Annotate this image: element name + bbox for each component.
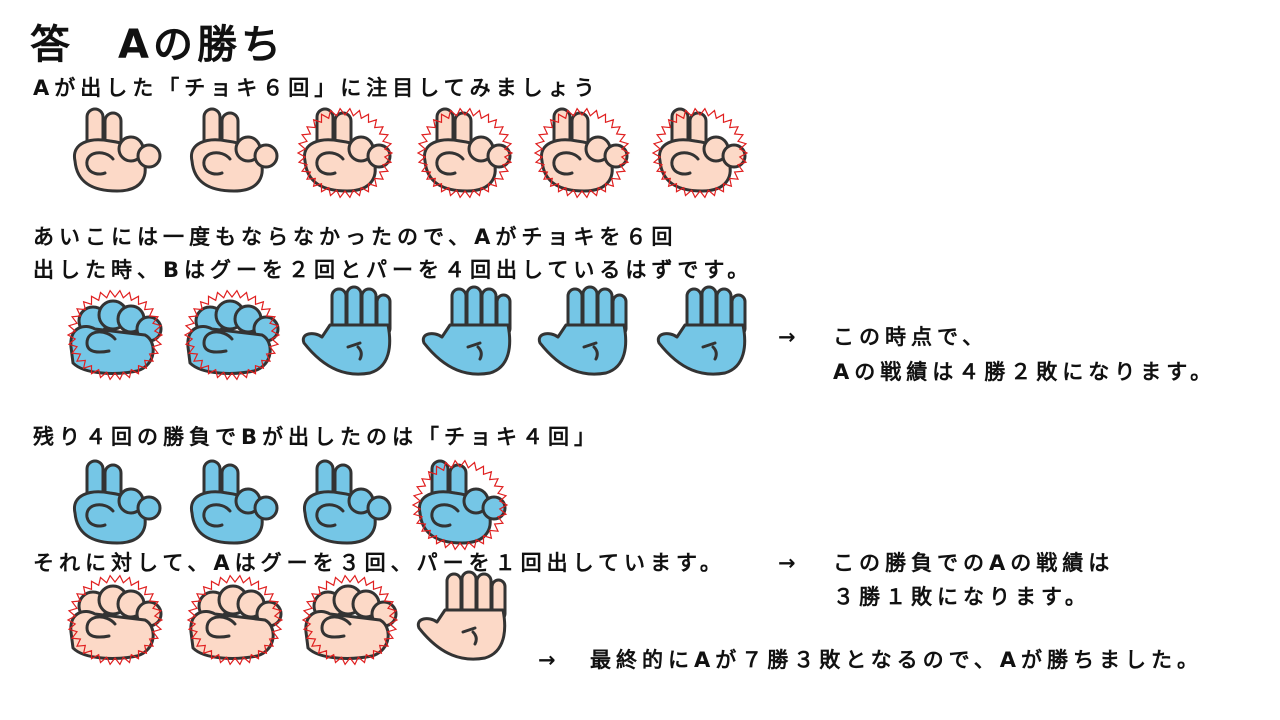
page-title: 答 Aの勝ち [30,22,285,68]
scissors-hand-icon [295,455,395,547]
scissors-hand-icon [415,103,515,199]
scissors-hand-icon [650,103,750,199]
scissors-hand-icon [65,103,165,195]
paper-hand-icon [420,285,520,377]
scissors-hand-icon [182,103,282,195]
result-line-1: この時点で、 [833,325,989,349]
rock-hand-icon [182,285,282,381]
paper-hand-icon [300,285,400,377]
win-mark-icon [533,107,631,199]
arrow-3: → [538,648,561,672]
win-mark-icon [411,459,509,551]
scissors-hand-icon [65,455,165,547]
win-mark-icon [186,574,284,666]
result-line-4: ３勝１敗になります。 [833,585,1091,609]
win-mark-icon [66,289,164,381]
win-mark-icon [66,574,164,666]
win-mark-icon [651,107,749,199]
win-mark-icon [296,107,394,199]
paper-hand-icon [415,570,515,662]
scissors-hand-icon [532,103,632,199]
remaining-text: 残り４回の勝負でBが出したのは「チョキ４回」 [33,425,601,449]
rock-hand-icon [300,570,400,666]
paper-hand-icon [536,285,636,377]
rock-hand-icon [65,570,165,666]
explanation-line-2: 出した時、Bはグーを２回とパーを４回出しているはずです。 [33,258,754,282]
result-line-2: Aの戦績は４勝２敗になります。 [833,360,1217,384]
intro-text: Aが出した「チョキ６回」に注目してみましょう [33,76,600,100]
final-result: 最終的にAが７勝３敗となるので、Aが勝ちました。 [590,648,1204,672]
scissors-hand-icon [182,455,282,547]
win-mark-icon [416,107,514,199]
arrow-1: → [778,325,801,349]
response-text: それに対して、Aはグーを３回、パーを１回出しています。 [33,551,726,575]
paper-hand-icon [655,285,755,377]
result-line-3: この勝負でのAの戦績は [833,551,1115,575]
scissors-hand-icon [295,103,395,199]
arrow-2: → [778,551,801,575]
scissors-hand-icon [410,455,510,551]
rock-hand-icon [185,570,285,666]
win-mark-icon [301,574,399,666]
explanation-line-1: あいこには一度もならなかったので、Aがチョキを６回 [33,225,678,249]
win-mark-icon [183,289,281,381]
rock-hand-icon [65,285,165,381]
